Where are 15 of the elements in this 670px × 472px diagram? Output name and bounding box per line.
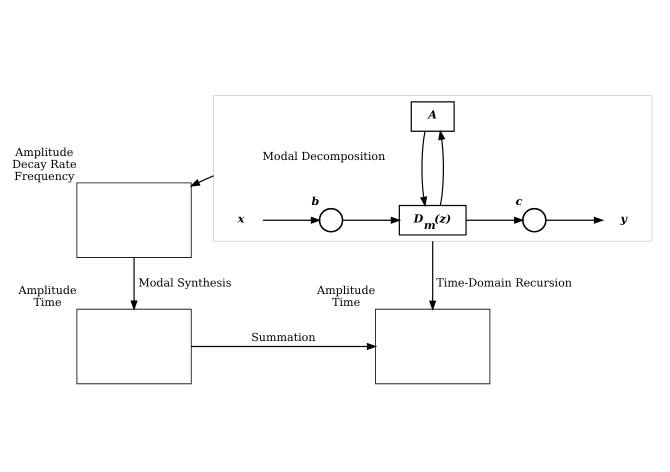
edge-label: Summation xyxy=(251,330,316,344)
node-label: Time xyxy=(332,296,360,309)
node-label: Decay Rate xyxy=(12,157,77,170)
node-label: Time xyxy=(33,296,62,309)
edge-label: Modal Decomposition xyxy=(262,150,386,163)
node-text: x xyxy=(238,212,244,225)
node-label: Amplitude xyxy=(317,284,376,297)
node-label: b xyxy=(312,194,320,208)
node-text: y xyxy=(620,212,627,225)
node-label: Amplitude xyxy=(15,146,74,159)
node-label: Amplitude xyxy=(18,284,77,297)
edge-label: Modal Synthesis xyxy=(138,276,232,289)
node-label: c xyxy=(516,194,522,208)
edge-label: Time-Domain Recursion xyxy=(436,276,572,289)
node-label: Frequency xyxy=(14,169,74,182)
